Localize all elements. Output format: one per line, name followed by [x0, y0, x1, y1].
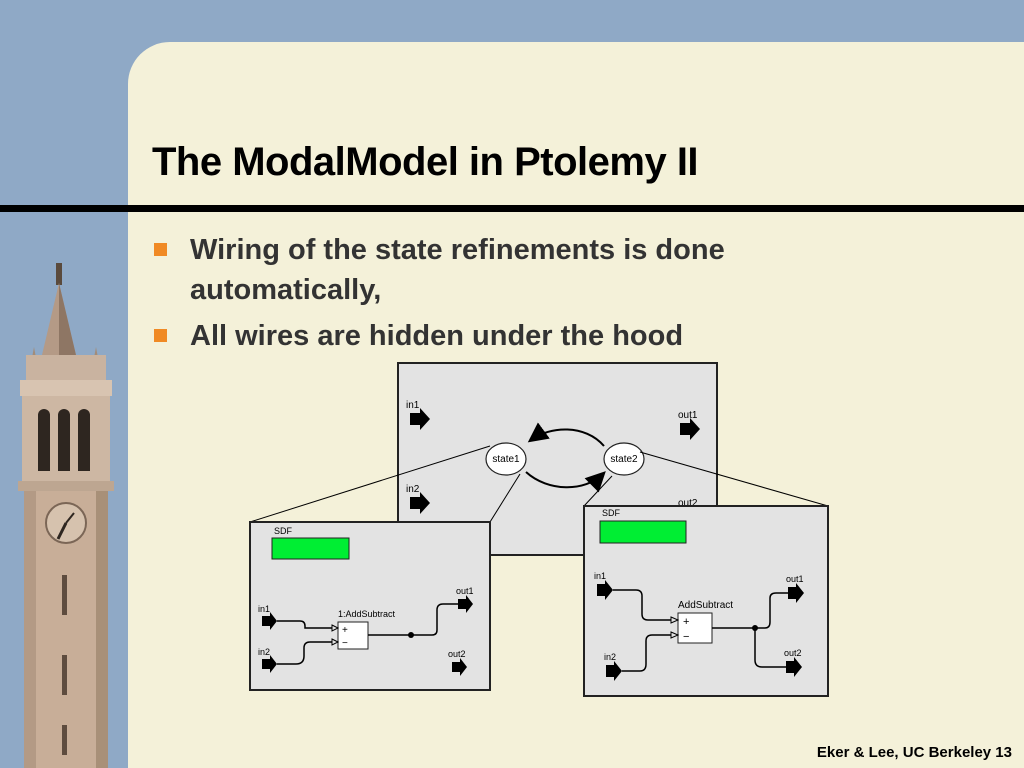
- port-label-out1: out1: [786, 574, 804, 584]
- refinement2-box: SDF in1 in2 out1 out2 AddSubtract + −: [583, 505, 829, 697]
- bullet-square-icon: [154, 243, 167, 256]
- wire: [368, 603, 458, 636]
- port-label-in2: in2: [604, 652, 616, 662]
- actor-label: 1:AddSubtract: [338, 609, 396, 619]
- fsm-port-label-out1: out1: [678, 410, 698, 421]
- state2-node[interactable]: [603, 442, 645, 476]
- bullet-square-icon: [154, 329, 167, 342]
- refinement-connector-line: [249, 445, 491, 523]
- port-label-in1: in1: [594, 571, 606, 581]
- wire: [277, 620, 332, 629]
- fsm-port-label-in2: in2: [406, 484, 420, 495]
- input-port-icon: [262, 612, 277, 630]
- port-label-out2: out2: [784, 648, 802, 658]
- state1-label: state1: [492, 454, 520, 465]
- wire: [754, 628, 786, 668]
- minus-sign: −: [683, 631, 689, 643]
- plus-sign: +: [683, 616, 689, 628]
- refinement-connector-line: [639, 451, 829, 507]
- output-port-icon: [786, 657, 802, 677]
- output-port-icon: [452, 658, 467, 676]
- input-port-icon: [410, 408, 430, 430]
- addsubtract-actor[interactable]: [337, 621, 369, 650]
- wire: [277, 641, 332, 665]
- wire: [622, 634, 671, 672]
- sdf-director-icon[interactable]: [271, 537, 350, 560]
- port-label-in1: in1: [258, 604, 270, 614]
- bullet-text: All wires are hidden under the hood: [190, 320, 684, 352]
- actor-label: AddSubtract: [678, 600, 733, 611]
- input-port-icon: [606, 661, 622, 681]
- fsm-port-label-in1: in1: [406, 400, 420, 411]
- transition-arrow[interactable]: [527, 422, 605, 447]
- plus-sign: +: [342, 625, 348, 636]
- bullet-list: Wiring of the state refinements is done …: [152, 230, 852, 362]
- transition-arrow[interactable]: [525, 471, 606, 493]
- bullet-text: Wiring of the state refinements is done …: [190, 234, 725, 306]
- addsubtract-actor[interactable]: [677, 612, 713, 644]
- input-port-icon: [262, 655, 277, 673]
- refinement-connector-line: [583, 475, 613, 507]
- campanile-tower-image: [18, 263, 114, 768]
- sdf-director-icon[interactable]: [599, 520, 687, 544]
- director-label: SDF: [602, 508, 621, 518]
- slide-title: The ModalModel in Ptolemy II: [152, 140, 699, 184]
- director-label: SDF: [274, 526, 293, 536]
- wire: [613, 589, 671, 621]
- minus-sign: −: [342, 638, 348, 649]
- wire-junction: [408, 632, 414, 638]
- slide-footer: Eker & Lee, UC Berkeley 13: [816, 744, 1012, 761]
- wire-junction: [752, 625, 758, 631]
- bullet-item: Wiring of the state refinements is done …: [152, 230, 852, 310]
- refinement1-box: SDF in1 in2 out1 out2 1:AddSubtract + −: [249, 521, 491, 691]
- input-port-icon: [597, 580, 613, 600]
- output-port-icon: [458, 595, 473, 613]
- refinement-connector-line: [489, 473, 521, 523]
- fsm-port-label-out2: out2: [678, 498, 698, 509]
- bullet-item: All wires are hidden under the hood: [152, 316, 852, 356]
- title-divider: [0, 205, 1024, 212]
- wire: [712, 592, 788, 629]
- port-label-in2: in2: [258, 647, 270, 657]
- output-port-icon: [680, 418, 700, 440]
- state1-node[interactable]: [485, 442, 527, 476]
- input-port-icon: [410, 492, 430, 514]
- state2-label: state2: [610, 454, 638, 465]
- output-port-icon: [788, 583, 804, 603]
- port-label-out2: out2: [448, 649, 466, 659]
- port-label-out1: out1: [456, 586, 474, 596]
